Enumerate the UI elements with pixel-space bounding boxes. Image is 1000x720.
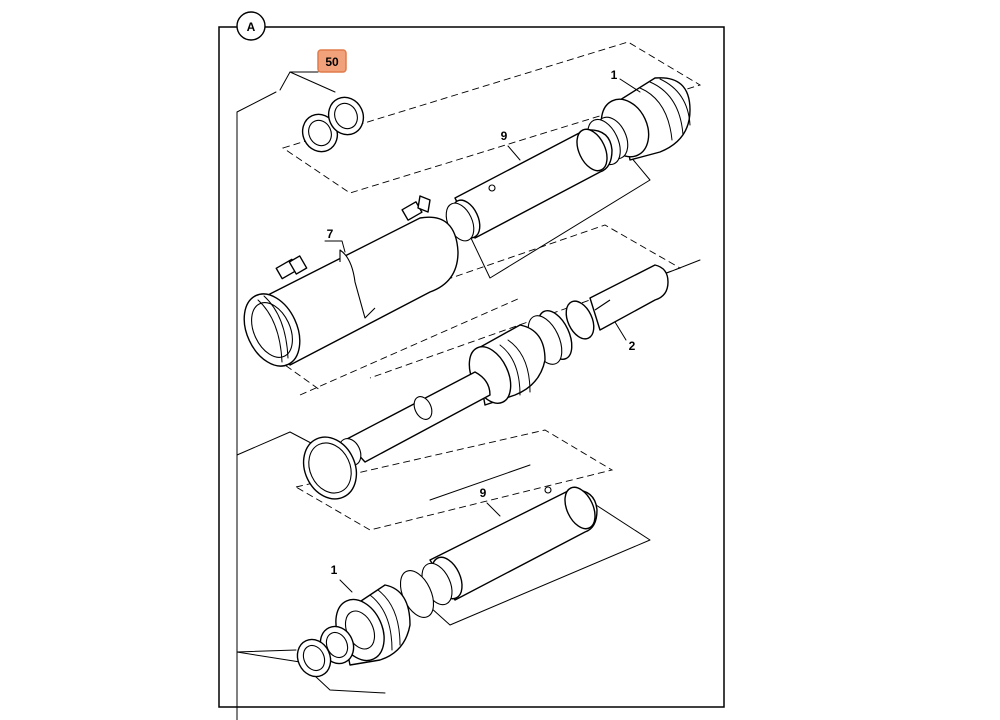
piston-rod-top	[445, 128, 613, 242]
svg-text:7: 7	[327, 227, 334, 241]
cylinder-barrel	[243, 195, 459, 367]
svg-text:2: 2	[629, 339, 636, 353]
piston-assembly	[302, 264, 669, 500]
callout-50[interactable]: 50	[317, 49, 347, 73]
dashed-group-outlines	[249, 41, 702, 531]
svg-text:9: 9	[501, 129, 508, 143]
callout-7[interactable]: 7	[324, 227, 346, 253]
callout-1-top[interactable]: 1	[611, 68, 641, 93]
grease-fitting-left	[275, 255, 308, 280]
piston-rod-bottom	[421, 486, 598, 606]
diagram-frame	[218, 26, 725, 708]
seal-rings-bottom	[296, 625, 355, 678]
svg-text:1: 1	[331, 563, 338, 577]
callout-9-bottom[interactable]: 9	[480, 486, 501, 517]
callout-1-bottom[interactable]: 1	[331, 563, 353, 593]
callout-9-top[interactable]: 9	[501, 129, 521, 161]
section-bracket-top	[236, 91, 301, 720]
callout-2[interactable]: 2	[614, 321, 636, 353]
svg-text:1: 1	[611, 68, 618, 82]
panel-label-a: A	[236, 11, 266, 41]
grease-fitting-right	[401, 195, 431, 221]
seal-rings-top	[301, 96, 365, 153]
svg-text:50: 50	[325, 55, 339, 69]
svg-text:A: A	[247, 20, 256, 34]
svg-text:9: 9	[480, 486, 487, 500]
